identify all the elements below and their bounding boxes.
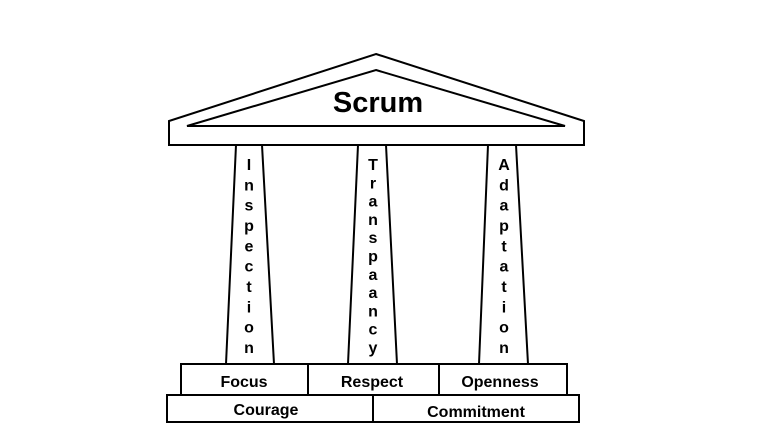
value-box-commitment — [372, 394, 580, 423]
roof: Scrum — [168, 52, 585, 146]
value-box-courage — [166, 394, 374, 423]
roof-title: Scrum — [333, 87, 423, 119]
values-row-bottom: Courage Commitment — [166, 394, 580, 423]
value-label-courage: Courage — [234, 402, 299, 419]
value-label-respect: Respect — [341, 374, 404, 391]
value-label-focus: Focus — [220, 374, 267, 391]
value-box-focus — [180, 363, 309, 396]
value-box-respect — [307, 363, 440, 396]
value-label-openness: Openness — [461, 374, 538, 391]
value-label-commitment: Commitment — [427, 404, 525, 421]
roof-inner — [186, 68, 566, 127]
values-row-top: Focus Respect Openness — [180, 363, 568, 396]
